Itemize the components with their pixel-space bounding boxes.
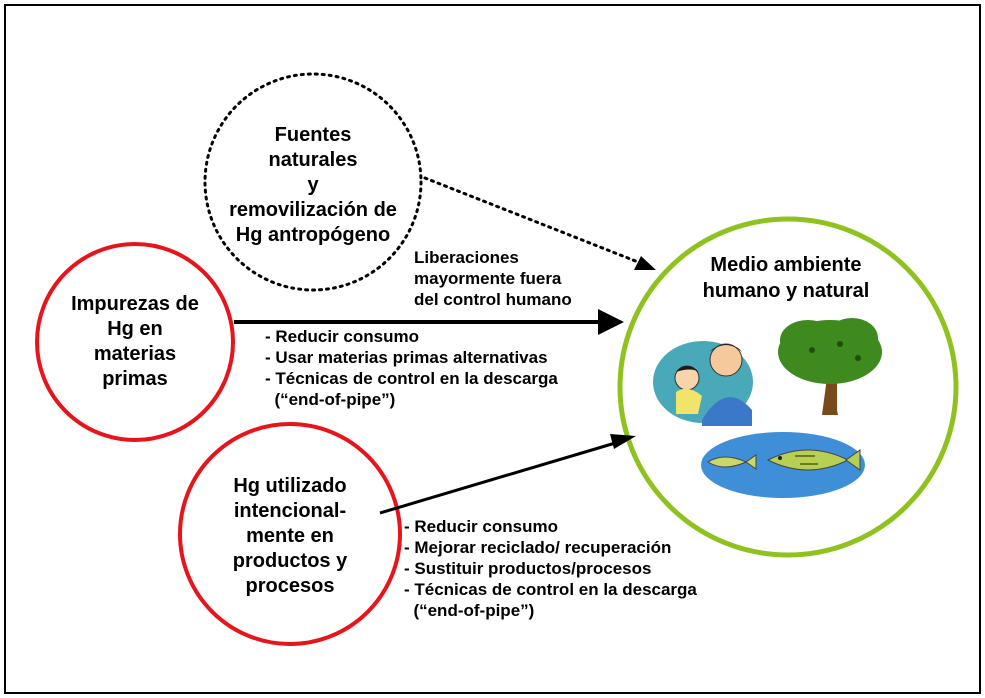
measure-item: (“end-of-pipe”) — [404, 601, 535, 620]
family-icon — [653, 341, 753, 426]
measure-item: - Reducir consumo — [265, 327, 419, 346]
intentional-use-arrow — [379, 439, 623, 515]
intentional-use-text: Hg utilizado intencional- mente en produ… — [232, 474, 348, 597]
intentional-use-label: Hg utilizado intencional- mente en produ… — [190, 466, 390, 606]
natural-sources-label: Fuentes naturales y removilización de Hg… — [205, 110, 421, 260]
measure-item: - Sustituir productos/procesos — [404, 559, 652, 578]
environment-circle — [617, 216, 959, 558]
intentional-use-measures: - Reducir consumo - Mejorar reciclado/ r… — [404, 516, 697, 621]
natural-sources-circle — [203, 72, 423, 292]
natural-release-arrow — [423, 176, 640, 264]
measure-item: - Usar materias primas alternativas — [265, 348, 548, 367]
tree-icon — [778, 318, 882, 415]
natural-releases-text: Liberaciones mayormente fuera del contro… — [414, 248, 572, 309]
raw-materials-label: Impurezas de Hg en materias primas — [45, 274, 225, 410]
natural-releases-note: Liberaciones mayormente fuera del contro… — [414, 226, 572, 310]
raw-materials-text: Impurezas de Hg en materias primas — [71, 293, 199, 390]
measure-item: - Mejorar reciclado/ recuperación — [404, 538, 672, 557]
intentional-use-circle — [178, 422, 402, 646]
fish-pond-icon — [701, 432, 865, 498]
raw-materials-arrowhead — [598, 309, 624, 335]
raw-materials-circle — [35, 242, 235, 442]
natural-release-arrowhead — [634, 256, 656, 270]
measure-item: - Técnicas de control en la descarga — [265, 369, 558, 388]
natural-sources-text: Fuentes naturales y removilización de Hg… — [229, 123, 397, 246]
measure-item: - Técnicas de control en la descarga — [404, 580, 697, 599]
diagram-frame — [4, 4, 981, 694]
measure-item: (“end-of-pipe”) — [265, 390, 396, 409]
environment-text: Medio ambiente humano y natural — [702, 254, 870, 302]
intentional-use-arrowhead — [610, 434, 636, 449]
raw-materials-measures: - Reducir consumo - Usar materias primas… — [265, 326, 558, 410]
environment-label: Medio ambiente humano y natural — [675, 251, 897, 305]
measure-item: - Reducir consumo — [404, 517, 558, 536]
